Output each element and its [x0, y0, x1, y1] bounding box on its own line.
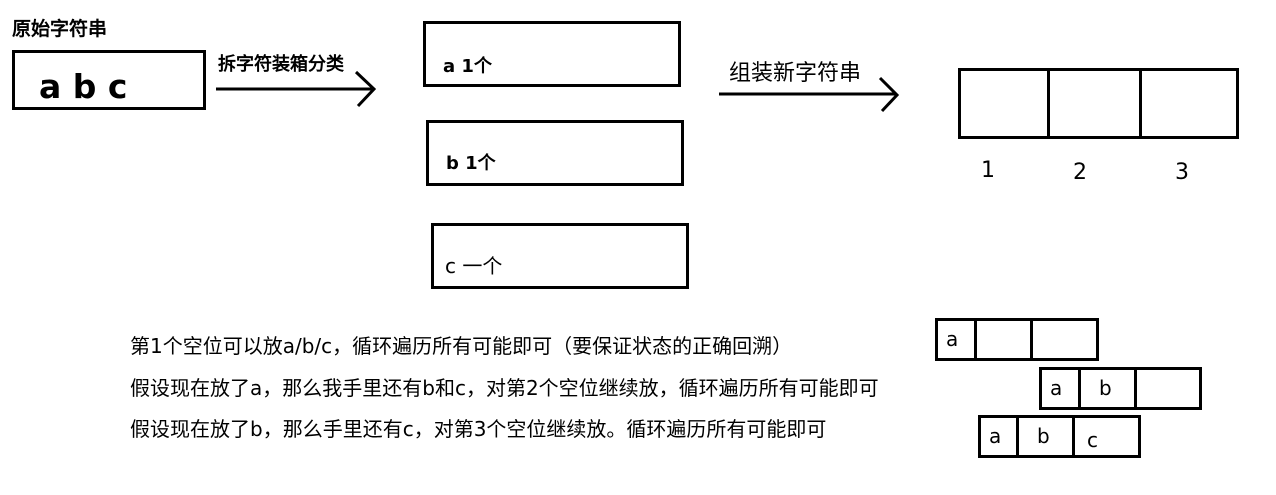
- bin-b-label: b 1个: [446, 153, 496, 174]
- state-3-char-1: a: [989, 424, 1002, 448]
- state-3-cell-1: a: [981, 418, 1019, 455]
- slot-3: [1142, 71, 1236, 136]
- bin-a: a 1个: [423, 21, 681, 87]
- slot-number-2: 2: [1073, 160, 1087, 185]
- state-1-cell-1: a: [938, 321, 977, 358]
- state-3-cell-3: c: [1075, 418, 1138, 455]
- slot-number-1: 1: [981, 158, 995, 183]
- state-1-char-1: a: [946, 327, 959, 351]
- explanation-2: 假设现在放了a，那么我手里还有b和c，对第2个空位继续放，循环遍历所有可能即可: [130, 376, 879, 400]
- bin-a-label: a 1个: [443, 56, 492, 77]
- explanation-3: 假设现在放了b，那么手里还有c，对第3个空位继续放。循环遍历所有可能即可: [130, 417, 827, 441]
- state-3-char-2: b: [1037, 424, 1050, 448]
- state-2-cell-2: b: [1081, 370, 1137, 407]
- source-title: 原始字符串: [12, 18, 108, 40]
- state-row-1: a: [935, 318, 1099, 361]
- state-1-cell-3: [1033, 321, 1096, 358]
- slot-2: [1050, 71, 1142, 136]
- state-2-cell-1: a: [1042, 370, 1081, 407]
- split-step-label: 拆字符装箱分类: [218, 54, 344, 75]
- explanation-1: 第1个空位可以放a/b/c，循环遍历所有可能即可（要保证状态的正确回溯）: [130, 334, 793, 358]
- source-string-value: a b c: [39, 67, 128, 106]
- bin-b: b 1个: [426, 120, 684, 186]
- state-3-cell-2: b: [1019, 418, 1075, 455]
- state-2-char-2: b: [1099, 376, 1112, 400]
- arrow-assemble: [719, 76, 900, 113]
- state-2-cell-3: [1137, 370, 1199, 407]
- arrow-split: [216, 70, 377, 108]
- state-2-char-1: a: [1050, 376, 1063, 400]
- state-row-3: a b c: [978, 415, 1141, 458]
- slot-number-3: 3: [1175, 160, 1189, 185]
- assemble-step-label: 组装新字符串: [729, 61, 862, 86]
- bin-c: c 一个: [431, 223, 689, 289]
- state-3-char-3: c: [1087, 428, 1098, 452]
- source-string-box: a b c: [12, 50, 206, 110]
- bin-c-label: c 一个: [445, 254, 503, 278]
- state-row-2: a b: [1039, 367, 1202, 410]
- slot-row: [958, 68, 1239, 139]
- slot-1: [961, 71, 1050, 136]
- state-1-cell-2: [977, 321, 1033, 358]
